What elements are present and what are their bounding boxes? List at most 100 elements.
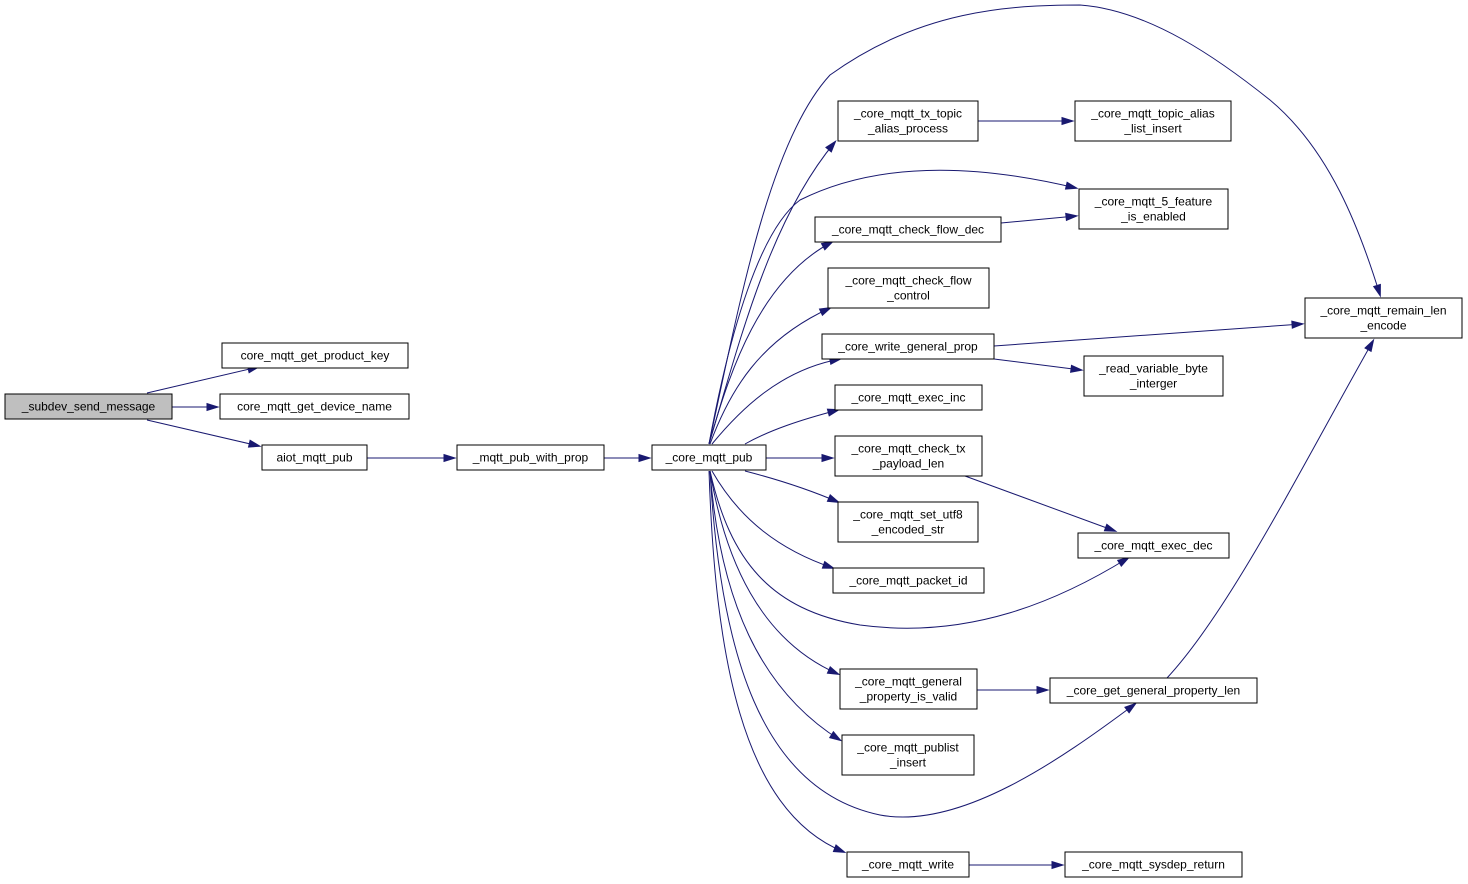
arrowhead-icon: [826, 493, 841, 504]
node-exec-dec[interactable]: _core_mqtt_exec_dec: [1077, 532, 1230, 559]
node-publist-insert[interactable]: _core_mqtt_publist_insert: [841, 734, 975, 776]
node-box[interactable]: [1083, 355, 1224, 397]
node-box[interactable]: [827, 267, 990, 309]
node-sysdep-return[interactable]: _core_mqtt_sysdep_return: [1064, 851, 1243, 878]
edge-core_mqtt_pub-to-exec_inc: [744, 408, 841, 445]
arrowhead-icon: [1051, 860, 1065, 870]
node-label: _core_mqtt_exec_inc: [850, 391, 965, 405]
edge-subdev_send_message-to-aiot_mqtt_pub: [146, 419, 262, 448]
node-label: _core_mqtt_topic_alias: [1090, 107, 1214, 121]
node-label: _encoded_str: [871, 523, 945, 537]
node-box[interactable]: [1074, 100, 1232, 142]
node-label: _mqtt_pub_with_prop: [472, 451, 589, 465]
node-remain-len-encode[interactable]: _core_mqtt_remain_len_encode: [1304, 297, 1463, 339]
node-box[interactable]: [837, 100, 979, 142]
node-box[interactable]: [832, 567, 985, 594]
node-aiot-mqtt-pub[interactable]: aiot_mqtt_pub: [261, 444, 368, 471]
node-get-product-key[interactable]: core_mqtt_get_product_key: [221, 342, 409, 369]
arrowhead-icon: [638, 453, 652, 463]
arrowhead-icon: [206, 402, 220, 412]
edge-line: [709, 470, 1136, 818]
edge-core_mqtt_pub-to-check_tx_payload_len: [766, 453, 835, 463]
node-box[interactable]: [839, 668, 978, 710]
node-box[interactable]: [834, 435, 983, 477]
edge-check_tx_payload_len-to-exec_dec: [964, 475, 1118, 532]
node-check-tx-payload-len[interactable]: _core_mqtt_check_tx_payload_len: [834, 435, 983, 477]
node-mqtt-write[interactable]: _core_mqtt_write: [846, 851, 970, 878]
arrowhead-icon: [1372, 283, 1381, 298]
node-packet-id[interactable]: _core_mqtt_packet_id: [832, 567, 985, 594]
edge-line: [711, 470, 834, 569]
arrowhead-icon: [821, 560, 836, 569]
node-label: _property_is_valid: [859, 690, 957, 704]
node-write-general-prop[interactable]: _core_write_general_prop: [821, 333, 995, 360]
node-label: _core_get_general_property_len: [1066, 684, 1240, 698]
edge-line: [709, 307, 831, 445]
node-box[interactable]: [1064, 851, 1243, 878]
edge-line: [708, 169, 1077, 445]
node-label: _core_mqtt_write: [861, 858, 954, 872]
node-label: _core_write_general_prop: [837, 340, 978, 354]
node-box[interactable]: [221, 342, 409, 369]
node-check-flow-dec[interactable]: _core_mqtt_check_flow_dec: [814, 216, 1002, 243]
arrowhead-icon: [820, 240, 835, 251]
node-label: core_mqtt_get_product_key: [241, 349, 390, 363]
node-label: _list_insert: [1123, 122, 1182, 136]
node-read-variable-byte-interger[interactable]: _read_variable_byte_interger: [1083, 355, 1224, 397]
node-general-property-is-valid[interactable]: _core_mqtt_general_property_is_valid: [839, 668, 978, 710]
edge-line: [146, 366, 259, 394]
node-mqtt-pub-with-prop[interactable]: _mqtt_pub_with_prop: [456, 444, 605, 471]
node-label: _core_mqtt_packet_id: [848, 574, 967, 588]
arrowhead-icon: [443, 453, 457, 463]
node-box[interactable]: [1304, 297, 1463, 339]
node-box[interactable]: [1077, 532, 1230, 559]
node-box[interactable]: [1049, 677, 1258, 704]
edge-core_mqtt_pub-to-get_general_property_len: [709, 470, 1138, 818]
node-topic-alias-list-insert[interactable]: _core_mqtt_topic_alias_list_insert: [1074, 100, 1232, 142]
node-box[interactable]: [4, 393, 173, 420]
edge-check_flow_dec-to-feature_is_enabled: [1000, 212, 1079, 224]
node-check-flow-control[interactable]: _core_mqtt_check_flow_control: [827, 267, 990, 309]
node-label: _interger: [1129, 377, 1177, 391]
node-get-device-name[interactable]: core_mqtt_get_device_name: [219, 393, 410, 420]
node-label: _alias_process: [867, 122, 948, 136]
node-box[interactable]: [821, 333, 995, 360]
node-subdev-send-message[interactable]: _subdev_send_message: [4, 393, 173, 420]
edge-write_general_prop-to-read_variable_byte_interger: [993, 358, 1084, 373]
node-label: _core_mqtt_check_flow: [844, 274, 971, 288]
node-box[interactable]: [651, 444, 767, 471]
node-label: _core_mqtt_publist: [856, 741, 959, 755]
node-box[interactable]: [456, 444, 605, 471]
node-box[interactable]: [219, 393, 410, 420]
arrowhead-icon: [1116, 556, 1131, 568]
node-feature-is-enabled[interactable]: _core_mqtt_5_feature_is_enabled: [1078, 188, 1229, 230]
edge-line: [964, 475, 1116, 532]
node-core-mqtt-pub[interactable]: _core_mqtt_pub: [651, 444, 767, 471]
node-box[interactable]: [841, 734, 975, 776]
arrowhead-icon: [825, 139, 837, 153]
node-label: _core_mqtt_remain_len: [1319, 304, 1446, 318]
node-set-utf8-encoded-str[interactable]: _core_mqtt_set_utf8_encoded_str: [837, 501, 979, 543]
node-box[interactable]: [814, 216, 1002, 243]
node-get-general-property-len[interactable]: _core_get_general_property_len: [1049, 677, 1258, 704]
nodes-layer: _subdev_send_message core_mqtt_get_produc…: [4, 100, 1463, 878]
node-box[interactable]: [834, 384, 983, 411]
node-box[interactable]: [261, 444, 368, 471]
node-box[interactable]: [846, 851, 970, 878]
edge-line: [993, 358, 1082, 371]
node-label: _is_enabled: [1120, 210, 1186, 224]
node-box[interactable]: [1078, 188, 1229, 230]
edge-line: [711, 358, 841, 445]
arrowhead-icon: [1065, 212, 1079, 222]
edge-line: [709, 470, 839, 675]
arrowhead-icon: [826, 408, 841, 417]
edge-core_mqtt_pub-to-publist_insert: [709, 470, 843, 742]
edge-line: [744, 409, 839, 445]
edge-mqtt_pub_with_prop-to-core_mqtt_pub: [604, 453, 652, 463]
node-exec-inc[interactable]: _core_mqtt_exec_inc: [834, 384, 983, 411]
node-box[interactable]: [837, 501, 979, 543]
edge-subdev_send_message-to-get_product_key: [146, 365, 261, 394]
arrowhead-icon: [247, 439, 262, 448]
node-tx-topic-alias-process[interactable]: _core_mqtt_tx_topic_alias_process: [837, 100, 979, 142]
